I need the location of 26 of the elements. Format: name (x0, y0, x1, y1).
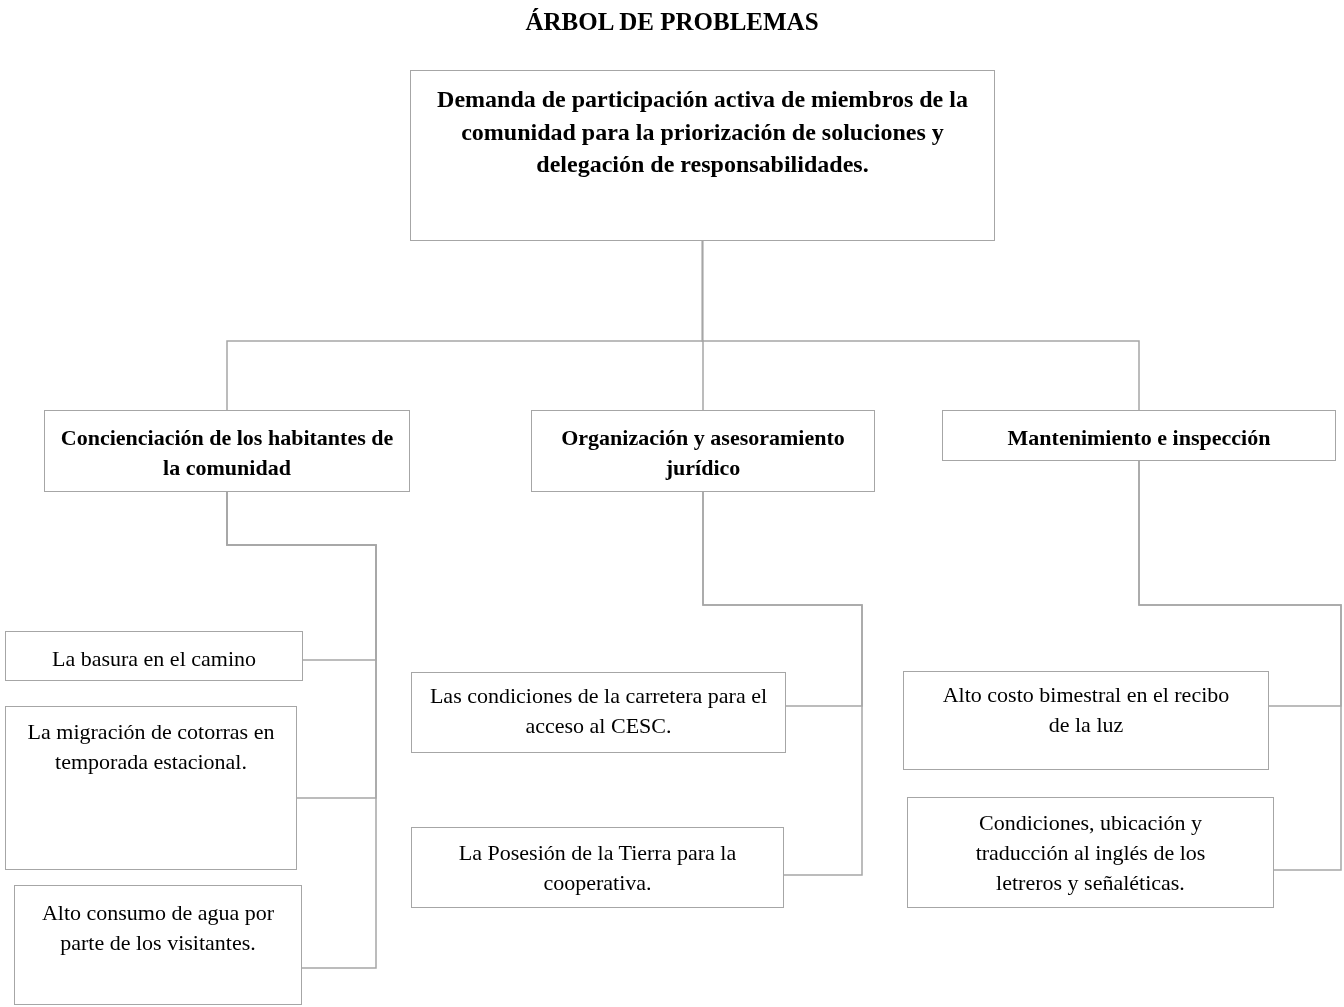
problem-box (44, 410, 410, 492)
problem-text: Mantenimiento e inspección (1007, 424, 1271, 452)
cause-text: Las condiciones de la carretera para el acceso al CESC. (428, 682, 769, 740)
connector-line (701, 240, 1140, 411)
problem-box (942, 410, 1336, 461)
cause-text: La basura en el camino (52, 645, 256, 673)
cause-box (907, 797, 1274, 908)
problem-text: Organización y asesoramiento jurídico (560, 424, 846, 482)
cause-text: Condiciones, ubicación y traducción al inglés de los letreros y señaléticas. (974, 809, 1207, 897)
connector-line (702, 491, 863, 876)
cause-text: Alto consumo de agua por parte de los visitantes. (40, 899, 276, 957)
cause-text: Alto costo bimestral en el recibo de la luz (941, 681, 1231, 739)
cause-box (5, 631, 303, 681)
problem-box (531, 410, 875, 492)
cause-box (903, 671, 1269, 770)
connector-line (1138, 460, 1342, 871)
problem-text: Concienciación de los habitantes de la comunidad (59, 424, 395, 482)
cause-text: La migración de cotorras en temporada estacional. (26, 718, 276, 776)
problem-text: Demanda de participación activa de miembros de la comunidad para la priorización de soluciones y delegación de responsabilidades. (436, 85, 969, 180)
problem-box (410, 70, 995, 241)
cause-box (411, 827, 784, 908)
cause-text: La Posesión de la Tierra para la cooperativa. (457, 839, 738, 897)
cause-box (5, 706, 297, 870)
diagram-title: ÁRBOL DE PROBLEMAS (525, 8, 819, 35)
cause-box (14, 885, 302, 1005)
cause-box (411, 672, 786, 753)
